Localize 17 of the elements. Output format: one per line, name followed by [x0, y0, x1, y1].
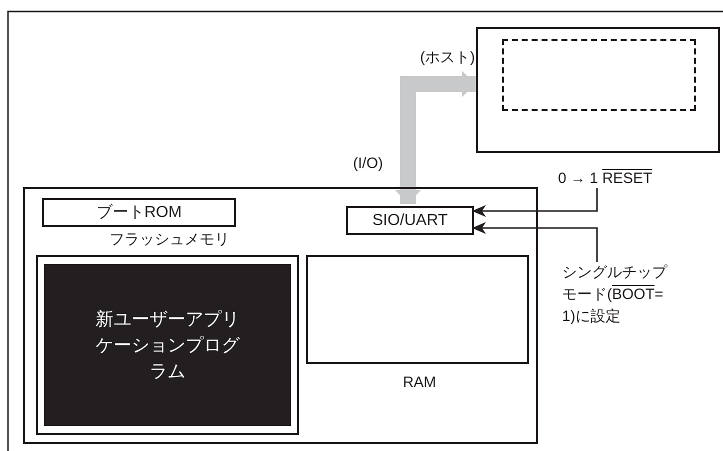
- bus-arrow: [395, 71, 476, 204]
- box-label: SIO/UART: [371, 212, 449, 230]
- host-label: (ホスト): [419, 49, 475, 67]
- chip-box: [23, 187, 538, 444]
- box-caption: RAM: [402, 374, 438, 392]
- arrow: [472, 188, 598, 217]
- arrow: [472, 222, 598, 262]
- box-label: 新ユーザーアプリケーションプログラム: [94, 308, 241, 383]
- edge-label: (I/O): [353, 155, 383, 173]
- reset-signal-label: 0 → 1 RESET: [558, 168, 688, 190]
- sio-uart-box: [346, 206, 474, 235]
- dashed-box: [502, 39, 696, 111]
- box-label: ブートROM: [95, 204, 183, 222]
- boot-rom-box: [42, 198, 236, 227]
- program-block: [44, 264, 291, 426]
- boot-mode-label: シングルチップモード(BOOT=1)に設定: [562, 262, 674, 328]
- box-caption: フラッシュメモリ: [108, 231, 230, 249]
